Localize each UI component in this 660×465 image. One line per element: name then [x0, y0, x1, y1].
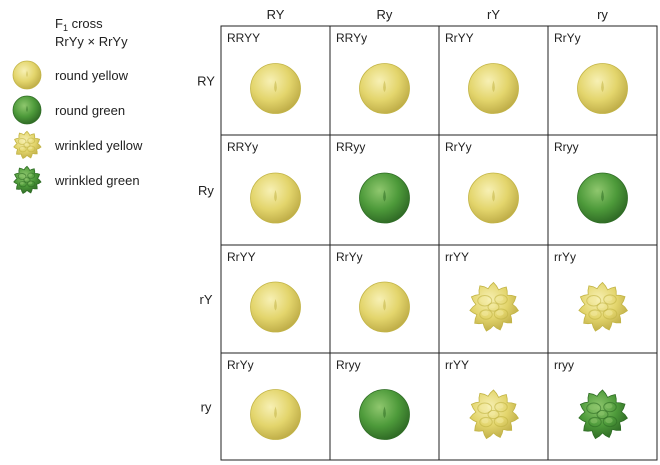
- punnett-cell: Rryy: [336, 358, 410, 440]
- pea-icon: [578, 389, 628, 440]
- pea-icon: [250, 172, 301, 224]
- punnett-cell: RrYy: [336, 250, 410, 333]
- genotype-label: RrYy: [227, 358, 254, 372]
- punnett-cell: rrYY: [445, 358, 519, 440]
- punnett-cell: RrYy: [554, 31, 628, 114]
- row-headers: RY Ry rY ry: [197, 74, 215, 415]
- cross-title: F1 cross: [55, 16, 103, 33]
- pea-icon: [359, 63, 410, 114]
- row-header: RY: [197, 74, 215, 89]
- column-header: Ry: [377, 7, 393, 22]
- pea-icon: [250, 63, 301, 114]
- genotype-label: Rryy: [554, 140, 579, 154]
- genotype-label: RrYY: [227, 250, 256, 264]
- punnett-cell: RrYY: [445, 31, 519, 114]
- pea-icon: [469, 281, 519, 332]
- pea-icon: [578, 281, 628, 332]
- genotype-label: rrYY: [445, 358, 469, 372]
- pea-icon: [577, 63, 628, 114]
- punnett-cell: RrYy: [227, 358, 301, 440]
- punnett-cell: RrYY: [227, 250, 301, 333]
- column-header: RY: [267, 7, 285, 22]
- pea-icon: [250, 389, 301, 440]
- legend-pea-icon: [12, 60, 42, 90]
- punnett-cell: rryy: [554, 358, 628, 440]
- genotype-label: RRyy: [336, 140, 365, 154]
- genotype-label: RrYy: [336, 250, 363, 264]
- genotype-label: rrYY: [445, 250, 469, 264]
- pea-icon: [577, 172, 628, 224]
- legend-pea-icon: [13, 165, 42, 195]
- genotype-label: rrYy: [554, 250, 576, 264]
- pea-icon: [468, 63, 519, 114]
- genotype-label: RRYy: [336, 31, 367, 45]
- legend-label: round yellow: [55, 68, 129, 83]
- punnett-cell: RRYy: [336, 31, 410, 114]
- pea-icon: [359, 281, 410, 333]
- genotype-label: RRYy: [227, 140, 258, 154]
- cross-parents: RrYy × RrYy: [55, 34, 128, 49]
- punnett-cell: RRyy: [336, 140, 410, 224]
- legend-label: wrinkled yellow: [54, 138, 143, 153]
- punnett-cell: rrYy: [554, 250, 628, 332]
- legend-label: round green: [55, 103, 125, 118]
- column-headers: RY Ry rY ry: [267, 7, 609, 22]
- punnett-cell: rrYY: [445, 250, 519, 332]
- punnett-cell: RRYY: [227, 31, 301, 114]
- genotype-label: RrYY: [445, 31, 474, 45]
- grid-lines: [220, 25, 658, 461]
- legend-label: wrinkled green: [54, 173, 140, 188]
- row-header: ry: [201, 400, 212, 415]
- row-header: rY: [200, 292, 213, 307]
- genotype-label: Rryy: [336, 358, 361, 372]
- punnett-cell: RrYy: [445, 140, 519, 224]
- legend: round yellow round green wrinkled yellow wr…: [12, 60, 143, 195]
- pea-icon: [359, 389, 410, 440]
- legend-pea-icon: [13, 130, 42, 160]
- genotype-label: RRYY: [227, 31, 260, 45]
- row-header: Ry: [198, 183, 214, 198]
- punnett-cell: RRYy: [227, 140, 301, 224]
- genotype-label: rryy: [554, 358, 574, 372]
- pea-icon: [468, 172, 519, 224]
- legend-pea-icon: [12, 95, 42, 125]
- column-header: rY: [487, 7, 500, 22]
- pea-icon: [469, 389, 519, 440]
- pea-icon: [359, 172, 410, 224]
- column-header: ry: [597, 7, 608, 22]
- genotype-label: RrYy: [445, 140, 472, 154]
- punnett-cell: Rryy: [554, 140, 628, 224]
- genotype-label: RrYy: [554, 31, 581, 45]
- pea-icon: [250, 281, 301, 333]
